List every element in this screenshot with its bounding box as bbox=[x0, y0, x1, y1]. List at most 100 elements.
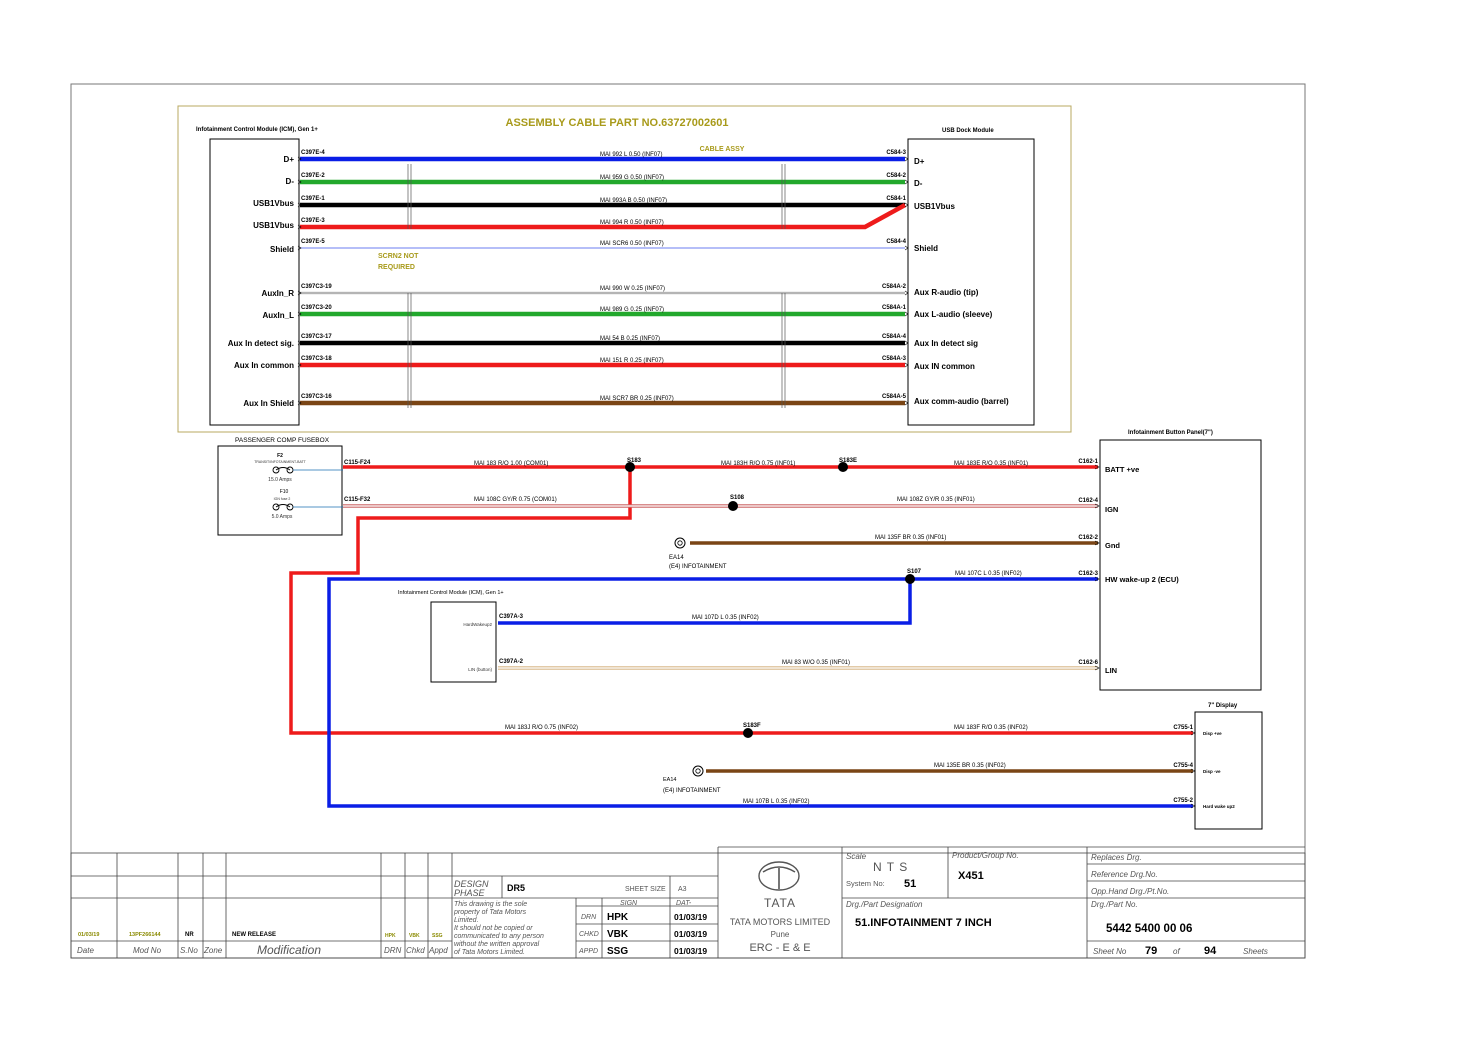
splice-s107 bbox=[905, 574, 915, 584]
pin-arrow-right-8 bbox=[904, 400, 909, 406]
wire-label-top-0: MAI 992 L 0.50 (INF07) bbox=[600, 152, 662, 158]
pin-arrow-left-9 bbox=[297, 400, 302, 406]
connector-left-1: C397E-2 bbox=[301, 173, 325, 179]
fuse-rating-1: 5.0 Amps bbox=[272, 514, 293, 520]
usb-pin-6: Aux In detect sig bbox=[914, 339, 978, 348]
fuse-name-1: IGN fuse 2 bbox=[274, 497, 291, 501]
icm-pin-7: Aux In detect sig. bbox=[228, 339, 294, 348]
icm-mid-box bbox=[430, 601, 497, 683]
scale-label: Scale bbox=[846, 852, 867, 861]
pin-arrow-left-6 bbox=[297, 311, 302, 317]
panel-pin-0: BATT +ve bbox=[1105, 465, 1139, 474]
fuse-element-icon-1 bbox=[275, 504, 291, 508]
icm-mid-title: Infotainment Control Module (ICM), Gen 1… bbox=[398, 590, 504, 596]
wire-label-top-1: MAI 959 G 0.50 (INF07) bbox=[600, 175, 664, 181]
wire-label-bottom-2: MAI 183E R/O 0.35 (INF01) bbox=[954, 461, 1028, 467]
ground-eyelet-inner-icon bbox=[695, 768, 701, 774]
pin-arrow-left-2 bbox=[297, 202, 302, 208]
chkd-label: CHKD bbox=[579, 931, 599, 938]
fuse-id-0: F2 bbox=[277, 453, 283, 459]
fuse-icon-1 bbox=[272, 503, 280, 511]
button-panel-title: Infotainment Button Panel(7") bbox=[1128, 430, 1213, 436]
pin-arrow-right-0 bbox=[904, 156, 909, 162]
icm-pin-8: Aux In common bbox=[234, 361, 294, 370]
connector-right-4: C584A-2 bbox=[882, 284, 907, 290]
splice-label-s107: S107 bbox=[907, 569, 922, 575]
ground-id-0: EA14 bbox=[669, 555, 684, 561]
chkd-date: 01/03/19 bbox=[674, 929, 707, 939]
connector-left-0: C397E-4 bbox=[301, 150, 325, 156]
splice-s183 bbox=[625, 462, 635, 472]
rev-desc: NEW RELEASE bbox=[232, 932, 276, 938]
designation-value: 51.INFOTAINMENT 7 INCH bbox=[855, 917, 992, 929]
connector-right-8: C584A-5 bbox=[882, 394, 907, 400]
fusebox-box bbox=[217, 445, 343, 536]
display-pin-arrow-2 bbox=[1190, 803, 1196, 809]
ground-eyelet-inner-icon bbox=[677, 540, 683, 546]
usb-dock-title: USB Dock Module bbox=[942, 128, 994, 134]
design-phase-2: PHASE bbox=[454, 888, 486, 898]
usb-pin-0: D+ bbox=[914, 157, 925, 166]
wire-top-3 bbox=[300, 203, 907, 230]
wire-label-top-5: MAI 990 W 0.25 (INF07) bbox=[600, 286, 665, 292]
appd-label: APPD bbox=[578, 948, 598, 955]
splice-label-s183f: S183F bbox=[743, 723, 761, 729]
usb-pin-7: Aux IN common bbox=[914, 362, 975, 371]
connector-left-9: C397C3-16 bbox=[301, 394, 332, 400]
pin-arrow-left-7 bbox=[297, 340, 302, 346]
connector-right-6: C584A-4 bbox=[882, 334, 907, 340]
chkd-sign: VBK bbox=[607, 929, 629, 940]
wire-label-bottom-8: MAI 83 W/O 0.35 (INF01) bbox=[782, 660, 850, 666]
wire-label-bottom-3: MAI 108C GY/R 0.75 (COM01) bbox=[474, 497, 557, 503]
wire-label-bottom-10: MAI 183F R/O 0.35 (INF02) bbox=[954, 725, 1028, 731]
fuse-connector-1: C115-F32 bbox=[344, 497, 371, 503]
ground-eyelet-icon bbox=[692, 765, 704, 777]
note-line-4: It should not be copied or bbox=[454, 925, 533, 932]
sheet-no-label: Sheet No bbox=[1093, 947, 1127, 956]
wire-label-bottom-1: MAI 183H R/O 0.75 (INF01) bbox=[721, 461, 795, 467]
system-value: 51 bbox=[904, 878, 916, 890]
splice-s183e bbox=[838, 462, 848, 472]
wire-label-top-8: MAI 151 R 0.25 (INF07) bbox=[600, 358, 664, 364]
part-no-value: 5442 5400 00 06 bbox=[1106, 923, 1192, 935]
total-sheets: 94 bbox=[1204, 945, 1217, 957]
fuse-name-0: TRANSIT/INFOTAINMENT-BATT bbox=[254, 460, 306, 464]
display-title: 7" Display bbox=[1208, 703, 1238, 709]
panel-connector-3: C162-3 bbox=[1078, 571, 1098, 577]
sheet-border bbox=[70, 83, 1306, 959]
wire-label-top-3: MAI 994 R 0.50 (INF07) bbox=[600, 220, 664, 226]
scale-value: N T S bbox=[873, 860, 908, 874]
button-panel-box bbox=[1099, 439, 1262, 691]
icm-pin-1: D- bbox=[286, 177, 295, 186]
splice-label-s183: S183 bbox=[627, 458, 642, 464]
usb-pin-2: USB1Vbus bbox=[914, 202, 955, 211]
wire-label-bottom-11: MAI 135E BR 0.35 (INF02) bbox=[934, 763, 1006, 769]
panel-pin-1: IGN bbox=[1105, 505, 1118, 514]
usb-pin-4: Aux R-audio (tip) bbox=[914, 288, 979, 297]
splice-s108 bbox=[728, 501, 738, 511]
wire-label-bottom-7: MAI 107D L 0.35 (INF02) bbox=[692, 615, 759, 621]
icm-pin-0: D+ bbox=[284, 155, 295, 164]
note-line-5: communicated to any person bbox=[454, 933, 544, 940]
col-chkd: Chkd bbox=[406, 946, 425, 955]
note-line-7: of Tata Motors Limited. bbox=[454, 949, 525, 956]
panel-pin-3: HW wake-up 2 (ECU) bbox=[1105, 575, 1179, 584]
panel-pin-arrow-3 bbox=[1094, 576, 1100, 582]
splice-label-s108: S108 bbox=[730, 495, 745, 501]
logo-wordmark: TATA bbox=[764, 896, 796, 910]
of-label: of bbox=[1173, 947, 1180, 956]
connector-right-7: C584A-3 bbox=[882, 356, 907, 362]
panel-connector-1: C162-4 bbox=[1078, 498, 1098, 504]
pin-arrow-right-5 bbox=[904, 311, 909, 317]
appd-sign: SSG bbox=[607, 946, 628, 957]
pin-arrow-left-4 bbox=[297, 245, 302, 251]
wire-label-bottom-6: MAI 107C L 0.35 (INF02) bbox=[955, 571, 1022, 577]
sheet-size-value: A3 bbox=[678, 886, 687, 893]
ground-label-1: (E4) INFOTAINMENT bbox=[663, 788, 721, 794]
pin-arrow-left-1 bbox=[297, 179, 302, 185]
fuse-id-1: F10 bbox=[280, 489, 289, 495]
connector-left-6: C397C3-20 bbox=[301, 305, 332, 311]
icm-mid-connector-1: C397A-2 bbox=[499, 659, 524, 665]
icm-pin-3: USB1Vbus bbox=[253, 221, 294, 230]
display-pin-2: Hard wake up2 bbox=[1203, 804, 1235, 809]
